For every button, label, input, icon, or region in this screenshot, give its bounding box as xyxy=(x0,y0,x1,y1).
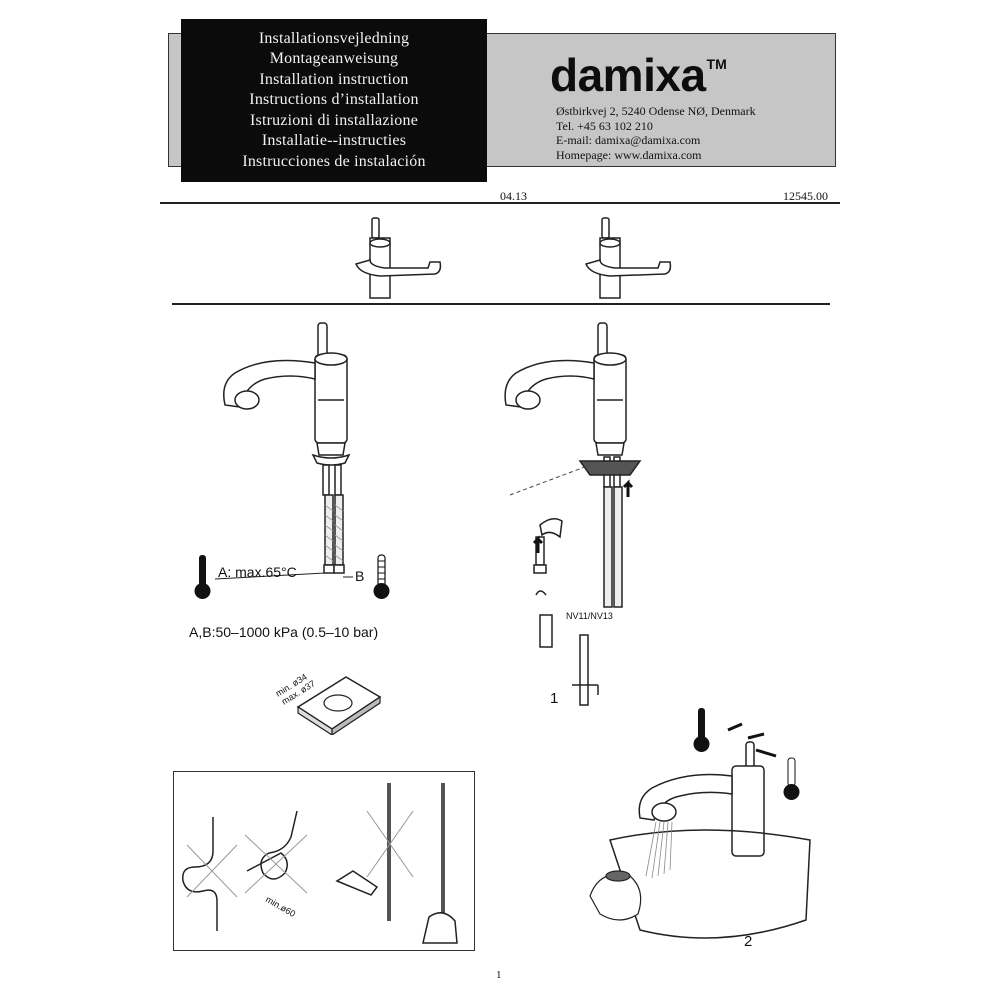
hand-icon xyxy=(422,912,458,944)
page-number: 1 xyxy=(496,969,502,981)
direction-arrows-icon xyxy=(727,722,777,758)
document-number: 12545.00 xyxy=(783,189,828,203)
faucet-body xyxy=(314,354,348,444)
models-divider xyxy=(172,303,830,305)
cold-thermometer-icon xyxy=(373,554,390,599)
hose-loop-bad-1 xyxy=(182,817,218,931)
hole-diameter-figure: min. ø34 max. ø37 xyxy=(274,672,382,735)
step-1-number: 1 xyxy=(550,690,558,707)
email: E-mail: damixa@damixa.com xyxy=(556,133,701,148)
hose-handling-figure: min.ø60 xyxy=(182,783,458,944)
phone: Tel. +45 63 102 210 xyxy=(556,118,653,133)
title-spanish: Instrucciones de instalación xyxy=(242,152,426,170)
hot-thermometer-icon xyxy=(194,555,211,599)
bend-radius-label: min.ø60 xyxy=(264,894,297,919)
step-2-number: 2 xyxy=(744,933,752,950)
date-code: 04.13 xyxy=(500,189,527,203)
title-block: Installationsvejledning Montageanweisung… xyxy=(181,19,487,182)
pressure-label: A,B:50–1000 kPa (0.5–10 bar) xyxy=(189,624,378,640)
brand-name: damixa xyxy=(550,49,706,101)
brand-logo: damixaTM xyxy=(550,48,727,102)
hose-loop-bad-2 xyxy=(246,810,298,880)
header-divider xyxy=(160,202,840,204)
supply-b-label: B xyxy=(355,568,364,584)
title-italian: Istruzioni di installazione xyxy=(249,111,419,129)
title-danish: Installationsvejledning xyxy=(258,30,410,48)
homepage: Homepage: www.damixa.com xyxy=(556,148,702,163)
arrow-up-icon-2 xyxy=(622,479,634,497)
arrow-up-icon xyxy=(532,535,544,553)
assembly-step-2-figure: 2 xyxy=(589,708,811,950)
contact-info: Østbirkvej 2, 5240 Odense NØ, Denmark Te… xyxy=(556,104,756,163)
faucet-spout xyxy=(223,359,316,408)
assembly-step-1-figure: NV11/NV13 1 xyxy=(504,322,642,707)
supply-a-label: A: max.65°C xyxy=(218,564,297,580)
address: Østbirkvej 2, 5240 Odense NØ, Denmark xyxy=(556,104,756,118)
title-german: Montageanweisung xyxy=(269,50,399,68)
wrench-icon xyxy=(335,870,379,896)
aerator-hand-icon xyxy=(589,870,642,921)
title-english: Installation instruction xyxy=(259,70,409,88)
trademark-mark: TM xyxy=(706,56,727,72)
supply-connection-figure: A: max.65°C B A,B:50–1000 kPa (0.5–10 ba… xyxy=(189,322,390,640)
title-french: Instructions d’installation xyxy=(249,91,419,109)
hose-handling-panel xyxy=(173,771,475,951)
title-dutch: Installatie--instructies xyxy=(261,132,407,150)
wrench-size-label: NV11/NV13 xyxy=(566,611,613,621)
faucet-model-icon-1 xyxy=(354,217,442,299)
hot-thermometer-icon xyxy=(693,708,710,752)
cold-thermometer-icon xyxy=(783,757,800,800)
lever-handle xyxy=(317,322,328,358)
faucet-model-icon-2 xyxy=(584,217,672,299)
